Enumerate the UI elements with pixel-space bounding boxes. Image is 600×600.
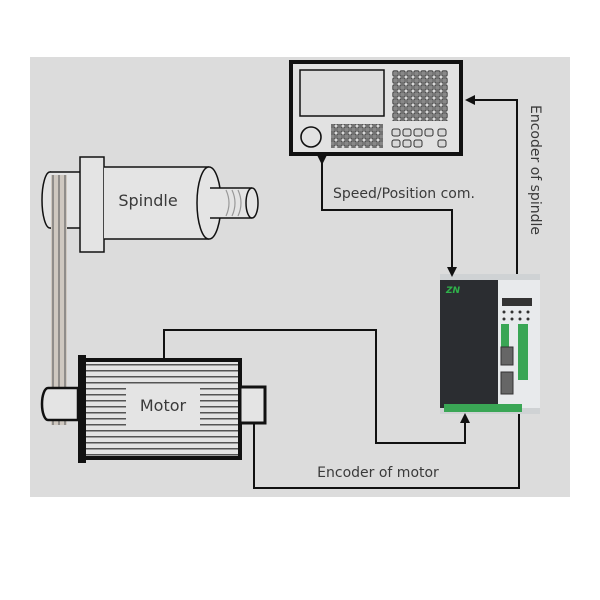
drive-connector: [500, 346, 514, 366]
speed-position-wire: [317, 155, 457, 277]
cnc-controller: [289, 60, 463, 156]
drive-connector: [500, 371, 514, 395]
encoder-motor-wire: [253, 414, 520, 489]
cnc-keypad-lower: [331, 124, 383, 148]
drive-display: [502, 298, 532, 306]
drive-motor-wire: [163, 329, 470, 444]
encoder-spindle-label: Encoder of spindle: [527, 105, 543, 235]
drive-belt: [51, 175, 67, 425]
cnc-screen: [299, 69, 385, 117]
wiring: [163, 95, 520, 489]
motor-label: Motor: [140, 396, 187, 415]
encoder-spindle-wire: [465, 95, 518, 274]
encoder-motor-label: Encoder of motor: [317, 465, 439, 481]
cnc-function-keys: [391, 128, 447, 148]
drive-terminal-strip: [444, 404, 522, 412]
cnc-keypad-main: [392, 70, 448, 121]
cnc-dial: [300, 126, 322, 148]
servo-drive: ZN: [440, 274, 540, 414]
motor: Motor: [40, 355, 267, 463]
drive-brand-mark: ZN: [445, 286, 461, 296]
speed-position-label: Speed/Position com.: [333, 186, 475, 202]
spindle-label: Spindle: [118, 191, 177, 210]
drive-terminal: [518, 324, 528, 380]
drive-terminal: [501, 324, 509, 360]
